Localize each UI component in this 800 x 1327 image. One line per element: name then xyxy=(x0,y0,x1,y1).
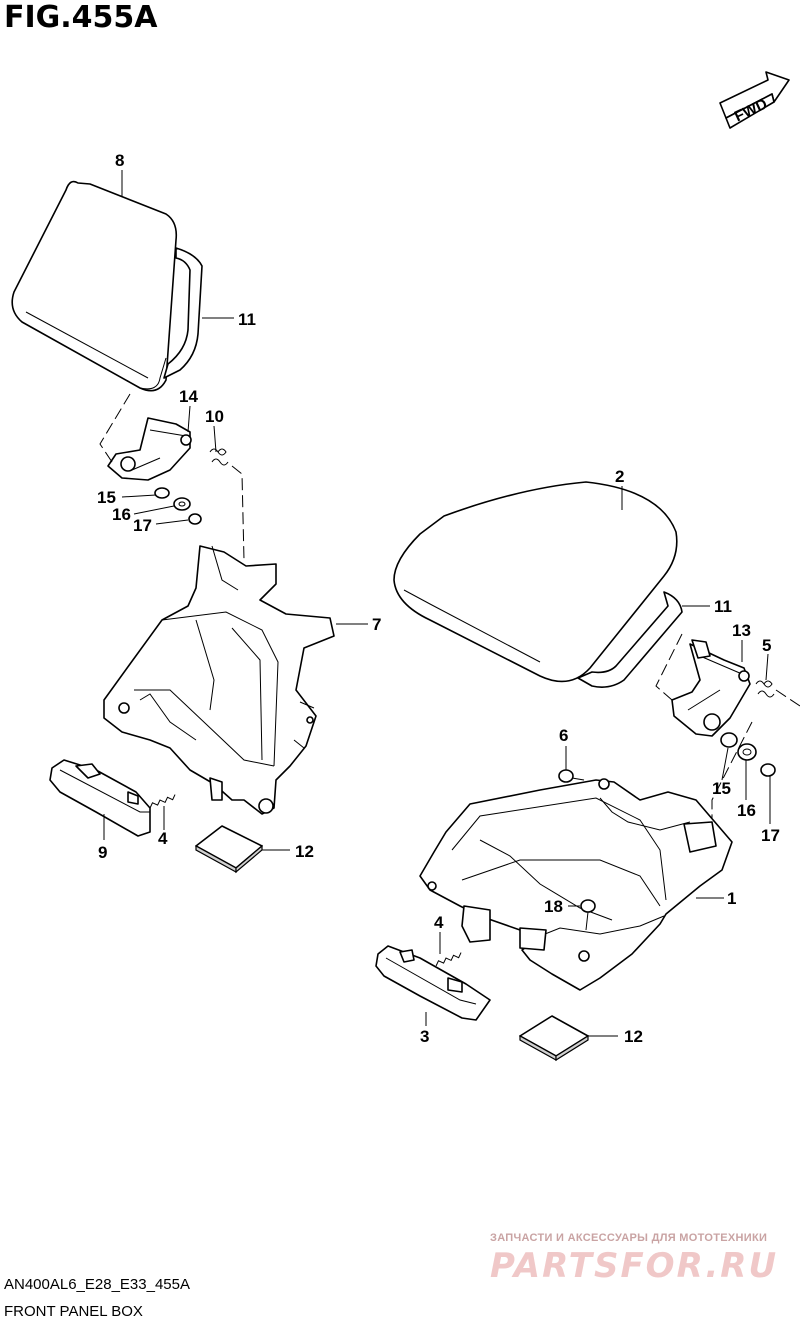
assembly-line-right-1 xyxy=(655,633,683,701)
callout-4-right: 4 xyxy=(434,913,444,932)
part-4-spring-left[interactable] xyxy=(149,794,177,809)
callout-17-right: 17 xyxy=(761,826,780,845)
callout-7: 7 xyxy=(372,615,381,634)
part-18-screw[interactable] xyxy=(580,899,596,931)
watermark-logo: PARTSFOR.RU xyxy=(490,1246,779,1286)
part-16-washer-left[interactable] xyxy=(173,497,191,511)
part-15-bushing-right[interactable] xyxy=(720,732,738,748)
callout-11-left: 11 xyxy=(238,310,256,329)
part-8-lid[interactable] xyxy=(11,180,178,392)
callout-16-right: 16 xyxy=(737,801,756,820)
part-12-pad-left[interactable] xyxy=(195,825,263,874)
callout-4-left: 4 xyxy=(158,829,168,848)
callout-2: 2 xyxy=(615,467,624,486)
part-9-latch-left[interactable] xyxy=(49,759,151,837)
callout-18: 18 xyxy=(544,897,563,916)
part-4-spring-right[interactable] xyxy=(435,952,463,967)
callout-3: 3 xyxy=(420,1027,429,1046)
part-3-latch-right[interactable] xyxy=(375,945,491,1021)
fwd-arrow-icon: FWD xyxy=(719,71,790,129)
part-11-seal-right[interactable] xyxy=(577,591,683,688)
part-11-seal-left[interactable] xyxy=(163,247,203,379)
part-2-lid-right[interactable] xyxy=(393,481,678,683)
part-1-box-right[interactable] xyxy=(419,778,733,991)
part-16-washer-right[interactable] xyxy=(737,743,757,761)
part-17-screw-left[interactable] xyxy=(188,513,202,525)
callout-9: 9 xyxy=(98,843,107,862)
assembly-line-left-2 xyxy=(231,465,245,561)
part-17-screw-right[interactable] xyxy=(760,763,776,777)
callout-1: 1 xyxy=(727,889,736,908)
callout-14: 14 xyxy=(179,387,198,406)
model-code: AN400AL6_E28_E33_455A xyxy=(4,1276,190,1293)
callout-10: 10 xyxy=(205,407,224,426)
callout-6: 6 xyxy=(559,726,568,745)
part-10-spring[interactable] xyxy=(209,448,229,466)
callout-12-right: 12 xyxy=(624,1027,643,1046)
callout-12-left: 12 xyxy=(295,842,314,861)
part-6-screw[interactable] xyxy=(558,769,585,783)
part-12-pad-right[interactable] xyxy=(519,1015,589,1062)
part-15-bushing-left[interactable] xyxy=(154,487,170,499)
part-5-spring-right[interactable] xyxy=(755,680,775,698)
leader-lines xyxy=(103,170,771,1037)
callout-8: 8 xyxy=(115,151,124,170)
callout-13: 13 xyxy=(732,621,751,640)
callout-11-right: 11 xyxy=(714,597,732,616)
callout-16-left: 16 xyxy=(112,505,131,524)
assembly-line-right-3 xyxy=(711,721,753,820)
callout-15-right: 15 xyxy=(712,779,731,798)
callout-5: 5 xyxy=(762,636,771,655)
assembly-line-right-2 xyxy=(775,689,800,707)
callout-15-left: 15 xyxy=(97,488,116,507)
diagram-caption: FRONT PANEL BOX xyxy=(4,1303,143,1320)
part-13-hinge-right[interactable] xyxy=(671,639,751,737)
figure-title: FIG.455A xyxy=(4,0,158,35)
part-7-box-left[interactable] xyxy=(103,545,335,815)
assembly-line-left-1 xyxy=(99,393,131,463)
part-14-hinge-left[interactable] xyxy=(107,417,192,481)
callout-17-left: 17 xyxy=(133,516,152,535)
watermark-tagline: ЗАПЧАСТИ И АКСЕССУАРЫ ДЛЯ МОТОТЕХНИКИ xyxy=(490,1232,768,1244)
